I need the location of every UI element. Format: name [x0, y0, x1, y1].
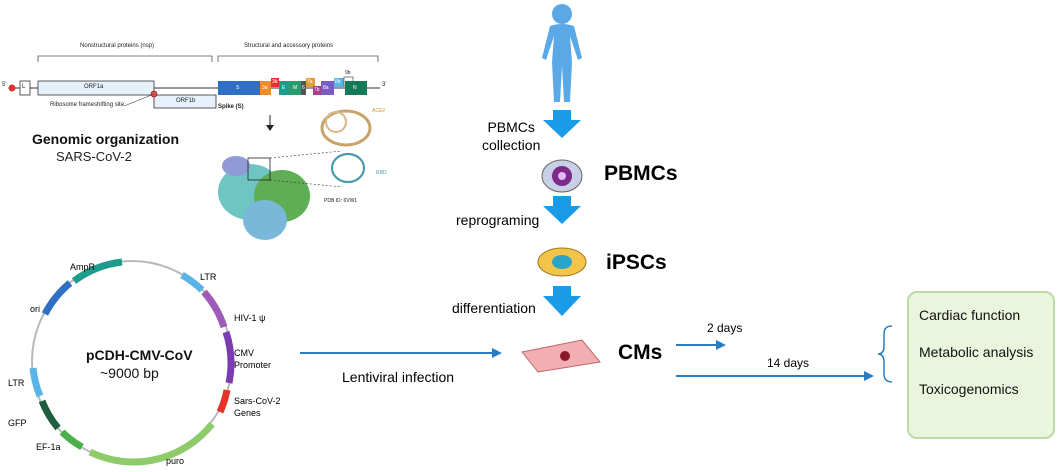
genome-subtitle: SARS-CoV-2 [56, 149, 132, 164]
reprograming-label: reprograming [456, 212, 540, 228]
ltr-left-arc [29, 367, 44, 398]
gene-3b: 3b [272, 79, 278, 85]
leader-label: L [22, 84, 26, 90]
genome-schematic [8, 55, 380, 240]
ltr-left-label: LTR [8, 378, 25, 388]
cm-cell-icon [521, 339, 601, 373]
genome-title: Genomic organization [32, 131, 180, 147]
pbmcs-label: PBMCs [604, 162, 678, 185]
ltr-top-label: LTR [200, 272, 217, 282]
pbmc-cell-icon [541, 159, 583, 193]
arrow-reprograming [543, 196, 581, 224]
ampr-label: AmpR [70, 262, 96, 272]
ace2-rbd-structure [320, 109, 372, 184]
hiv-label: HIV-1 ψ [234, 313, 266, 323]
spike-structure [218, 156, 310, 240]
ipsc-cell-icon [537, 247, 587, 277]
pdb-label: PDB ID: 6VW1 [324, 198, 358, 204]
gene-9b: 9b [345, 70, 351, 76]
hiv-arc [201, 289, 228, 329]
plasmid-map [29, 258, 235, 466]
gene-3a: 3a [262, 85, 268, 91]
three-prime-label: 3' [382, 82, 387, 88]
gene-7b: 7b [314, 87, 320, 93]
fourteen-days-label: 14 days [767, 356, 810, 370]
result-toxicogenomics: Toxicogenomics [919, 381, 1019, 397]
result-cardiac-function: Cardiac function [919, 307, 1021, 323]
spike-label: Spike (S) [218, 104, 244, 110]
ampr-arc [71, 258, 123, 284]
gene-7a: 7a [307, 79, 313, 85]
gene-s: S [236, 85, 240, 91]
five-prime-label: 5' [2, 82, 7, 88]
ef1a-label: EF-1a [36, 442, 61, 452]
arrow-pbmc-collection [543, 110, 581, 138]
gene-e: E [282, 85, 286, 91]
gfp-arc [38, 399, 61, 431]
structural-label: Structural and accessory proteins [244, 43, 334, 49]
workflow-graphics [300, 4, 893, 383]
nsp-label: Nonstructural proteins (nsp) [80, 43, 155, 49]
cmv-label: CMV Promoter [234, 348, 272, 370]
plasmid-name: pCDH-CMV-CoV [86, 347, 193, 363]
plasmid-size: ~9000 bp [100, 365, 159, 381]
differentiation-label: differentiation [452, 300, 536, 316]
gene-m: M [293, 85, 298, 91]
cmv-arc [222, 330, 235, 384]
sars-label: Sars-CoV-2 Genes [234, 396, 281, 418]
puro-label: puro [166, 456, 185, 466]
ori-arc [41, 280, 73, 316]
cms-label: CMs [618, 341, 663, 364]
orf1a-label: ORF1a [84, 84, 104, 90]
ace2-label: ACE2 [372, 108, 386, 114]
gene-6: 6 [302, 85, 305, 91]
gene-8a: 8a [323, 85, 329, 91]
result-metabolic-analysis: Metabolic analysis [919, 344, 1034, 360]
orf1b-label: ORF1b [176, 98, 196, 104]
ef1a-arc [59, 429, 84, 451]
puro-arc [88, 421, 215, 466]
two-days-label: 2 days [707, 321, 743, 335]
human-figure-icon [542, 4, 582, 102]
lentiviral-label: Lentiviral infection [342, 369, 455, 385]
cap-icon [8, 84, 16, 92]
results-box: Cardiac function Metabolic analysis Toxi… [907, 291, 1055, 439]
ltr-top-arc [180, 271, 205, 293]
ori-label: ori [30, 304, 41, 314]
gene-8b: 8b [335, 79, 341, 85]
ipscs-label: iPSCs [606, 251, 667, 274]
frameshift-label: Ribosome frameshifting site [50, 102, 125, 108]
arrow-differentiation [543, 286, 581, 316]
sars-arc [216, 389, 231, 414]
gfp-label: GFP [8, 418, 27, 428]
pbmc-collection-label: PBMCs collection [482, 119, 541, 153]
gene-n: N [353, 85, 357, 91]
result-brace [877, 325, 893, 383]
rbd-label: RBD [376, 170, 387, 176]
